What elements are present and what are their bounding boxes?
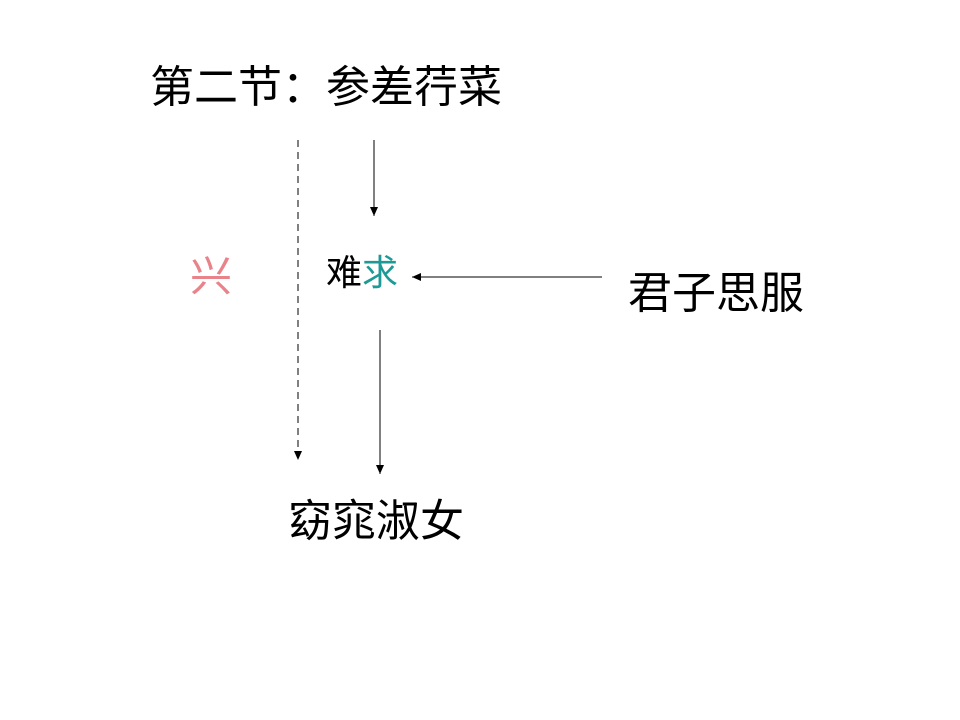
slide-title: 第二节：参差荇菜	[150, 62, 502, 113]
xing-label: 兴	[190, 252, 233, 301]
nan-char: 难	[326, 253, 363, 294]
yaotiao-label: 窈窕淑女	[288, 496, 464, 547]
junzi-label: 君子思服	[628, 268, 804, 319]
nanqiu-label: 难求	[326, 256, 398, 292]
qiu-char: 求	[362, 253, 399, 294]
